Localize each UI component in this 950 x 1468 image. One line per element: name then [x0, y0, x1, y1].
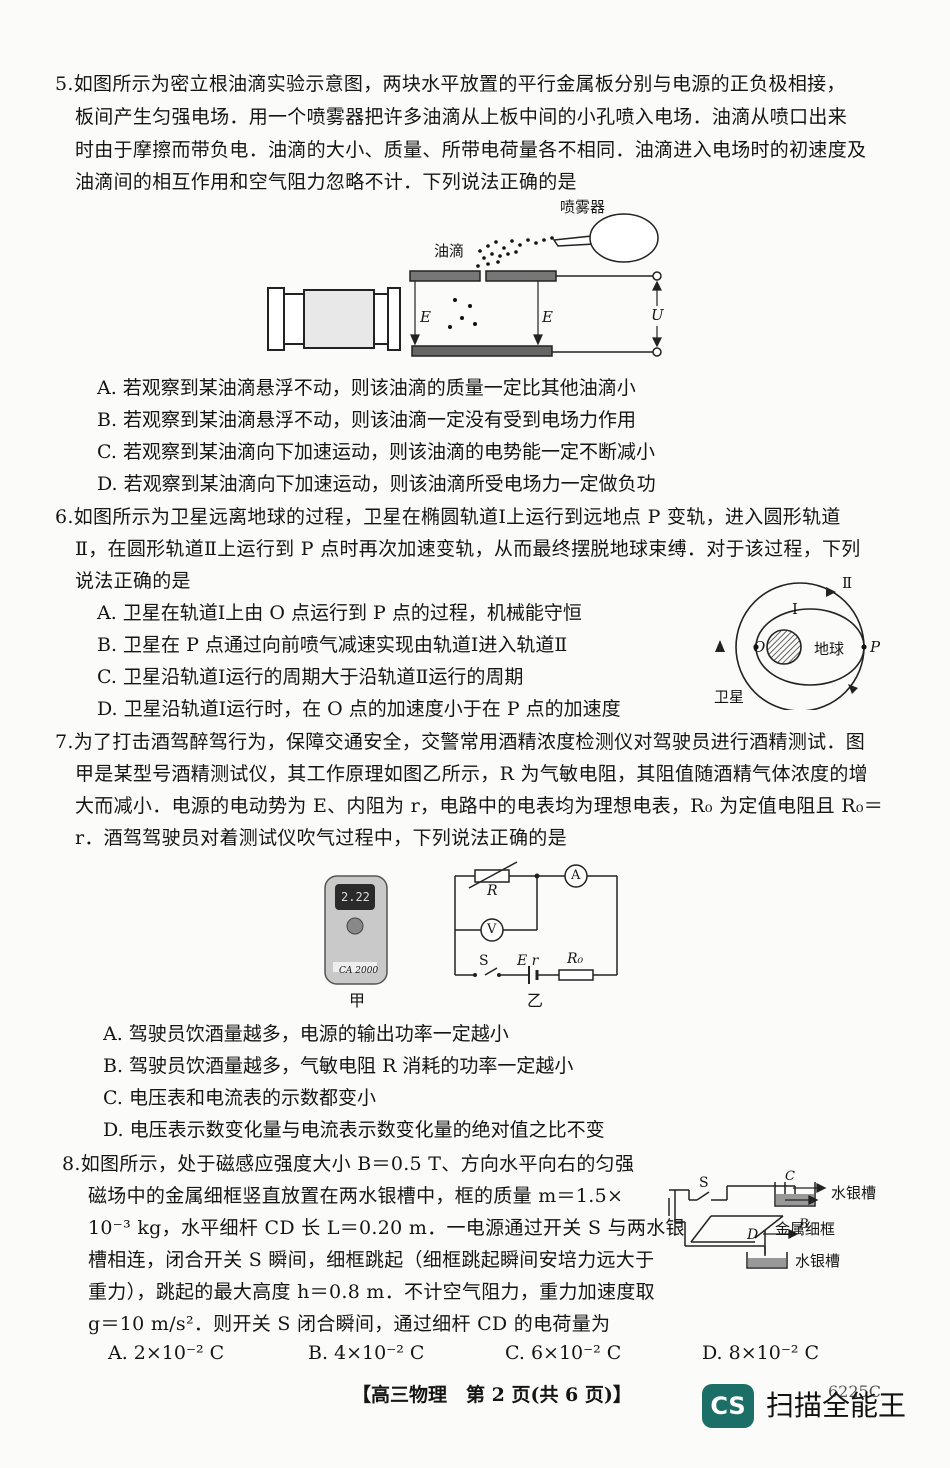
breathalyzer-photo: 2.22 CA 2000 甲	[315, 870, 395, 1015]
q8-option-d: D. 8×10⁻² C	[702, 1342, 820, 1364]
q6-option-b: B. 卫星在 P 点通过向前喷气减速实现由轨道Ⅰ进入轨道Ⅱ	[97, 634, 568, 656]
device-model: CA 2000	[339, 966, 379, 976]
switch-label: S	[479, 953, 489, 969]
microscope-icon	[267, 287, 401, 351]
q5-option-c: C. 若观察到某油滴向下加速运动，则该油滴的电势能一定不断减小	[97, 441, 655, 463]
resistor-r0-label: R₀	[567, 951, 584, 967]
q6-option-c: C. 卫星沿轨道Ⅰ运行的周期大于沿轨道Ⅱ运行的周期	[97, 666, 524, 688]
q8-option-a: A. 2×10⁻² C	[108, 1342, 225, 1364]
oil-label: 油滴	[434, 242, 465, 260]
point-c-label: C	[785, 1169, 795, 1184]
q7-line: r．酒驾驾驶员对着测试仪吹气过程中，下列说法正确的是	[75, 827, 567, 849]
q5-option-a: A. 若观察到某油滴悬浮不动，则该油滴的质量一定比其他油滴小	[97, 377, 636, 399]
q8-line: 10⁻³ kg，水平细杆 CD 长 L＝0.20 m．一电源通过开关 S 与两水…	[88, 1217, 685, 1239]
q5-line: 油滴间的相互作用和空气阻力忽略不计．下列说法正确的是	[75, 171, 577, 193]
orbit-2-label: Ⅱ	[842, 574, 853, 592]
q6-option-d: D. 卫星沿轨道Ⅰ运行时，在 O 点的加速度小于在 P 点的加速度	[97, 698, 621, 720]
q7-option-a: A. 驾驶员饮酒量越多，电源的输出功率一定越小	[103, 1023, 509, 1045]
figure-yi-label: 乙	[527, 991, 544, 1010]
q8-line: 槽相连，闭合开关 S 瞬间，细框跳起（细框跳起瞬间安培力远大于	[88, 1249, 655, 1271]
mercury-frame-diagram: S C B D 水银槽 金属细框 水银槽	[655, 1160, 885, 1278]
point-o-label: O	[753, 638, 766, 656]
camscanner-logo-icon: CS	[702, 1384, 754, 1428]
orbit-diagram: Ⅱ Ⅰ O 地球 P 卫星	[700, 570, 890, 712]
q6-line: Ⅱ，在圆形轨道Ⅱ上运行到 P 点时再次加速变轨，从而最终摆脱地球束缚．对于该过程…	[75, 538, 861, 560]
resistor-r-label: R	[487, 883, 498, 899]
voltmeter-label: V	[487, 922, 497, 937]
sprayer-label: 喷雾器	[560, 198, 606, 216]
q5-option-b: B. 若观察到某油滴悬浮不动，则该油滴一定没有受到电场力作用	[97, 409, 637, 431]
millikan-diagram: 喷雾器 油滴 E E U	[262, 196, 682, 368]
ammeter-label: A	[571, 868, 581, 883]
q7-option-d: D. 电压表示数变化量与电流表示数变化量的绝对值之比不变	[103, 1119, 605, 1141]
q7-option-b: B. 驾驶员饮酒量越多，气敏电阻 R 消耗的功率一定越小	[103, 1055, 574, 1077]
circuit-diagram: R A V S E r R₀ 乙	[447, 858, 627, 1016]
mercury-tank-bottom-label: 水银槽	[795, 1252, 841, 1270]
oil-droplets	[448, 298, 477, 329]
q8-option-b: B. 4×10⁻² C	[308, 1342, 425, 1364]
earth-icon	[766, 629, 802, 665]
q8-option-c: C. 6×10⁻² C	[505, 1342, 622, 1364]
bottom-plate	[411, 345, 553, 357]
field-b-label: B	[799, 1217, 809, 1232]
page-footer: 【高三物理 第 2 页(共 6 页)】	[352, 1384, 632, 1406]
camscanner-watermark: 扫描全能王	[766, 1389, 907, 1422]
battery-label: E r	[517, 953, 539, 969]
field-label-left: E	[420, 308, 431, 326]
switch-label: S	[699, 1175, 709, 1191]
q6-line: 说法正确的是	[75, 570, 191, 592]
q7-line: 7.为了打击酒驾醉驾行为，保障交通安全，交警常用酒精浓度检测仪对驾驶员进行酒精测…	[55, 731, 866, 753]
paper-code: 6225C	[828, 1382, 881, 1401]
q7-option-c: C. 电压表和电流表的示数都变小	[103, 1087, 376, 1109]
q6-option-a: A. 卫星在轨道Ⅰ上由 O 点运行到 P 点的过程，机械能守恒	[97, 602, 582, 624]
device-display: 2.22	[341, 890, 370, 904]
metal-frame-label: 金属细框	[775, 1220, 836, 1238]
field-label-right: E	[542, 308, 553, 326]
ammeter-icon	[564, 864, 588, 888]
q6-line: 6.如图所示为卫星远离地球的过程，卫星在椭圆轨道Ⅰ上运行到远地点 P 变轨，进入…	[55, 506, 841, 528]
figure-jia-label: 甲	[349, 991, 366, 1010]
q8-line: 磁场中的金属细框竖直放置在两水银槽中，框的质量 m＝1.5×	[88, 1185, 624, 1207]
voltage-label: U	[651, 306, 664, 324]
top-plate	[409, 270, 557, 282]
satellite-label: 卫星	[714, 688, 745, 706]
orbit-1-label: Ⅰ	[792, 600, 798, 618]
point-p-label: P	[870, 638, 881, 656]
q5-line: 5.如图所示为密立根油滴实验示意图，两块水平放置的平行金属板分别与电源的正负极相…	[55, 73, 846, 95]
q7-line: 大而减小．电源的电动势为 E、内阻为 r，电路中的电表均为理想电表，R₀ 为定值…	[75, 795, 884, 817]
q5-line: 板间产生匀强电场．用一个喷雾器把许多油滴从上板中间的小孔喷入电场．油滴从喷口出来	[75, 106, 848, 128]
voltmeter-icon	[480, 918, 504, 942]
q5-option-d: D. 若观察到某油滴向下加速运动，则该油滴所受电场力一定做负功	[97, 473, 656, 495]
q5-line: 时由于摩擦而带负电．油滴的大小、质量、所带电荷量各不相同．油滴进入电场时的初速度…	[75, 139, 867, 161]
sprayer-icon	[552, 213, 659, 263]
terminal-positive	[652, 271, 662, 281]
q8-line: 重力），跳起的最大高度 h＝0.8 m．不计空气阻力，重力加速度取	[88, 1281, 655, 1303]
q8-line: 8.如图所示，处于磁感应强度大小 B＝0.5 T、方向水平向右的匀强	[62, 1153, 635, 1175]
point-d-label: D	[747, 1227, 759, 1243]
q7-line: 甲是某型号酒精测试仪，其工作原理如图乙所示，R 为气敏电阻，其阻值随酒精气体浓度…	[75, 763, 868, 785]
q8-line: g＝10 m/s²．则开关 S 闭合瞬间，通过细杆 CD 的电荷量为	[88, 1313, 611, 1335]
terminal-negative	[652, 347, 662, 357]
earth-label: 地球	[814, 640, 845, 658]
mercury-tank-top-label: 水银槽	[831, 1184, 877, 1202]
